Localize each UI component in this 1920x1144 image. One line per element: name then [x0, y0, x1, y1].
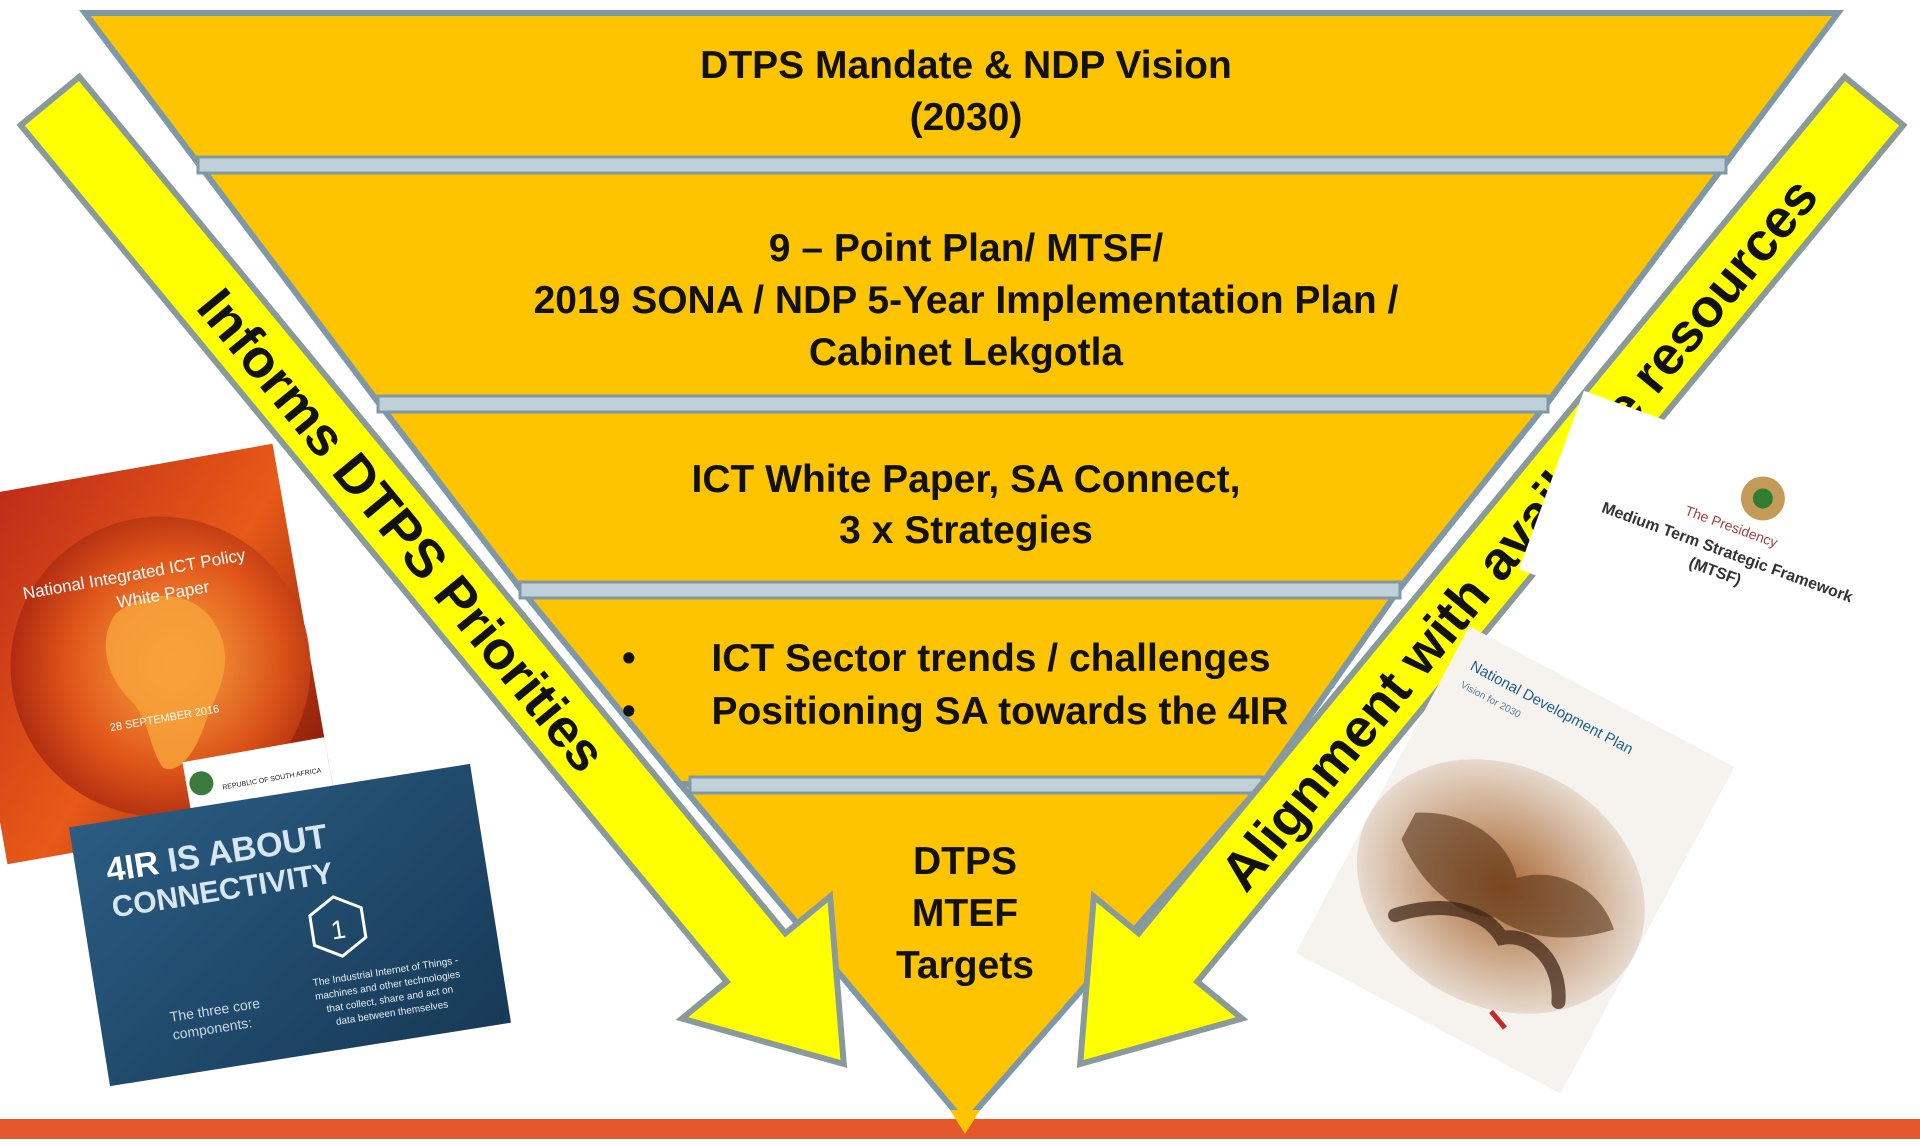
- tier-3-line-1: ICT White Paper, SA Connect,: [692, 458, 1241, 501]
- mtsf-background: [1518, 390, 1920, 700]
- funnel-tier-4: [513, 585, 1406, 787]
- tier-5-line-2: MTEF: [912, 892, 1018, 935]
- ndp-cover: National Development Plan Vision for 203…: [1295, 626, 1735, 1094]
- divider-bar-4: [688, 775, 1264, 795]
- tier-4-item-1: ICT Sector trends / challenges: [711, 637, 1270, 680]
- tier-4-bullet-2: •: [622, 690, 636, 733]
- connectivity-title-strong: 4IR: [103, 844, 161, 890]
- mtsf-cover: The Presidency Medium Term Strategic Fra…: [1518, 390, 1920, 700]
- divider-bar-2: [376, 394, 1550, 414]
- tier-2-line-3: Cabinet Lekgotla: [809, 331, 1124, 374]
- coat-of-arms-icon: [189, 771, 214, 796]
- right-arrow-shape: [1076, 72, 1908, 1069]
- tier-1-line-2: (2030): [910, 96, 1023, 139]
- tier-5-line-1: DTPS: [913, 840, 1017, 883]
- divider-bar-1: [196, 155, 1728, 175]
- funnel-tier-1: [78, 10, 1844, 166]
- tier-3-line-2: 3 x Strategies: [839, 509, 1093, 552]
- coat-of-arms-inner-icon: [1752, 488, 1773, 509]
- left-arrow-shape: [16, 72, 848, 1069]
- hexagon-icon: [308, 895, 368, 958]
- africa-map-graphic: [105, 596, 226, 770]
- tier-2-line-1: 9 – Point Plan/ MTSF/: [769, 227, 1164, 270]
- bracelet: [1489, 1009, 1507, 1030]
- hexagon-number: 1: [329, 914, 348, 946]
- hands-photo-detail: [1401, 812, 1614, 938]
- connectivity-background: [69, 763, 511, 1087]
- funnel-tip: [950, 1110, 980, 1134]
- white-paper-cover: National Integrated ICT Policy White Pap…: [0, 443, 337, 865]
- tier-1-line-1: DTPS Mandate & NDP Vision: [700, 44, 1232, 87]
- tier-5-line-3: Targets: [896, 944, 1034, 987]
- tier-4-bullet-1: •: [622, 637, 636, 680]
- hands-photo-detail-2: [1388, 901, 1566, 1010]
- tier-2-line-2: 2019 SONA / NDP 5-Year Implementation Pl…: [534, 279, 1399, 322]
- connectivity-cover: 4IR IS ABOUT CONNECTIVITY 1 The three co…: [69, 763, 511, 1087]
- tier-4-item-2: Positioning SA towards the 4IR: [711, 690, 1288, 733]
- divider-bar-3: [518, 580, 1402, 600]
- bottom-bar: [0, 1119, 1920, 1139]
